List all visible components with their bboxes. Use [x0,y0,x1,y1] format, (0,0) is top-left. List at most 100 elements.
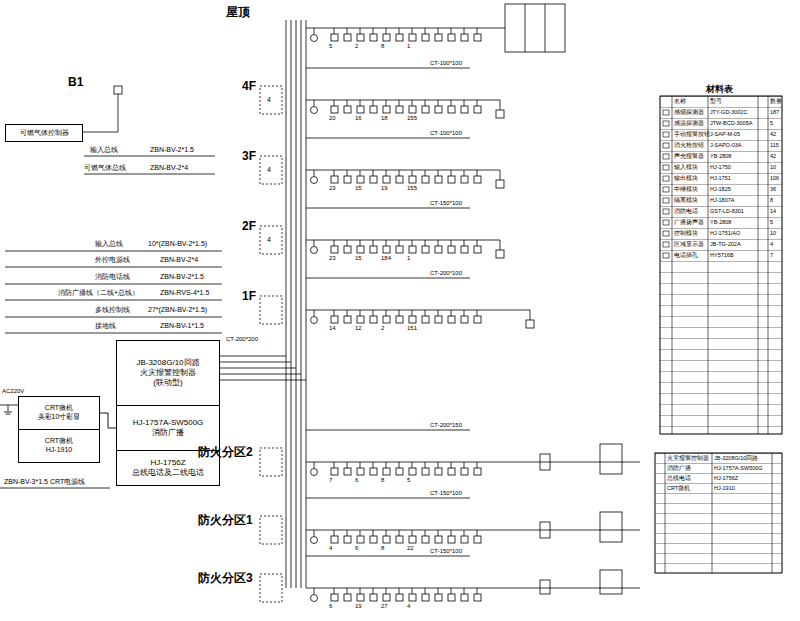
box-text: JB-3208G/10回路 [136,358,199,368]
table-cell: 声光报警器 [674,153,704,159]
floor-wiring [311,317,318,324]
zone-wiring [330,462,486,478]
wire-label: ZBN-BV-1*1.5 [160,322,204,330]
floor-wiring [311,247,318,254]
wire-label: 4 [267,166,271,174]
wire-label: 151 [407,325,417,332]
table-cell: JB-3208G/10回路 [714,455,758,461]
wire-label: 5 [407,477,410,484]
box-text: 火灾报警控制器 [140,368,196,378]
zone-wiring [260,498,640,546]
wire-label: 多线控制线 [95,306,130,314]
floor-wiring [306,68,470,69]
wire-label: ZBN-BV-2*1.5 [160,273,204,281]
wire-label: 27*(ZBN-BV-2*1.5) [148,306,207,314]
table-cell: 感温探测器 [674,120,704,126]
wire-label: 20 [329,115,336,122]
floor-wiring [306,138,470,139]
cable-tables [5,251,222,333]
wire-label: CT-200*150 [430,422,462,429]
box-text: HJ-1910 [46,446,72,455]
zone-wiring [314,530,315,536]
wire-label: AC220V [2,388,24,395]
zone-wiring [330,530,486,546]
floor-wiring [260,68,504,118]
table-cell: HJ-1750 [710,164,731,170]
table-cell: 输出模块 [674,175,698,181]
table-cell: 5 [770,219,773,225]
table-cell: 广播扬声器 [674,219,704,225]
table-cell: J-SAP-M-05 [710,131,740,137]
table-cell: 火灾报警控制器 [667,455,709,461]
wire-label: 2 [355,43,358,50]
floor-wiring [330,240,486,256]
table-cell: 115 [770,142,779,148]
wire-label: CT-150*100 [430,200,462,207]
floor-wiring [505,4,565,52]
table-cell: HJ-1757A-SW500G [714,465,763,471]
zone-wiring [540,522,550,538]
table-cell: HJ-1910 [714,485,735,491]
floor-wiring [330,100,486,116]
wire-label: 接地线 [95,322,116,330]
table-cell: 8 [770,197,773,203]
table-cell: 区域显示器 [674,241,704,247]
floor-wiring [260,156,282,184]
device-box: CRT微机美彩10寸彩显 [18,396,100,430]
floor-wiring [306,278,470,279]
table-cell: 中继模块 [674,186,698,192]
floor-label: 防火分区1 [198,514,253,528]
zone-wiring [311,595,318,602]
box-text: (联动型) [153,378,182,388]
riser [220,20,306,588]
zone-wiring [311,537,318,544]
floor-wiring [260,86,282,114]
floor-wiring [530,310,531,320]
floor-wiring [260,296,282,324]
device-box: CRT微机HJ-1910 [18,429,100,463]
material-table [672,96,768,434]
device-box: HJ-1757A-SW500G消防广播 [116,405,220,451]
wire-label: ZBN-BV-2*4 [160,256,198,264]
floor-wiring [496,110,504,118]
wire-label: 15 [355,185,362,192]
wire-label: 2 [381,325,384,332]
floor-label: 防火分区2 [198,446,253,460]
zone-wiring [306,498,470,499]
table-cell: 总线电话 [667,475,691,481]
cable-tables [0,86,222,488]
wire-label: 4 [329,545,332,552]
wire-label: 15 [355,255,362,262]
table-cell: 5 [770,120,773,126]
table-cell: YB-2808 [710,153,731,159]
zone-wiring [260,516,282,544]
wire-label: 184 [381,255,391,262]
table-cell: 42 [770,131,776,137]
table-cell: HJ-1807A [710,197,734,203]
table-cell: 36 [770,186,776,192]
floor-wiring [311,107,318,114]
zone-wiring [314,462,315,468]
table-cell: 输入模块 [674,164,698,170]
box-text: HJ-1756Z [150,458,185,468]
wire-label: 8 [381,43,384,50]
wire-label: 输入总线 [90,146,118,154]
cable-tables [84,156,215,174]
wire-label: 7 [329,477,332,484]
wire-label: 27 [381,603,388,610]
floor-wiring [496,250,504,258]
material-table [665,453,772,573]
zone-wiring [600,512,622,542]
wire-label: 23 [329,185,336,192]
floor-label: 3F [242,150,256,164]
table-cell: 7 [770,252,773,258]
zone-wiring [330,588,486,604]
table-cell: J-SAPO-03A [710,142,741,148]
wire-label: 23 [329,255,336,262]
material-table [655,453,782,573]
wire-label: ZBN-RVS-4*1.5 [160,289,209,297]
wire-label: 14 [329,325,336,332]
wire-label: 6 [329,603,332,610]
wire-label: 可燃气体总线 [84,164,126,172]
table-cell: 隔离模块 [674,197,698,203]
